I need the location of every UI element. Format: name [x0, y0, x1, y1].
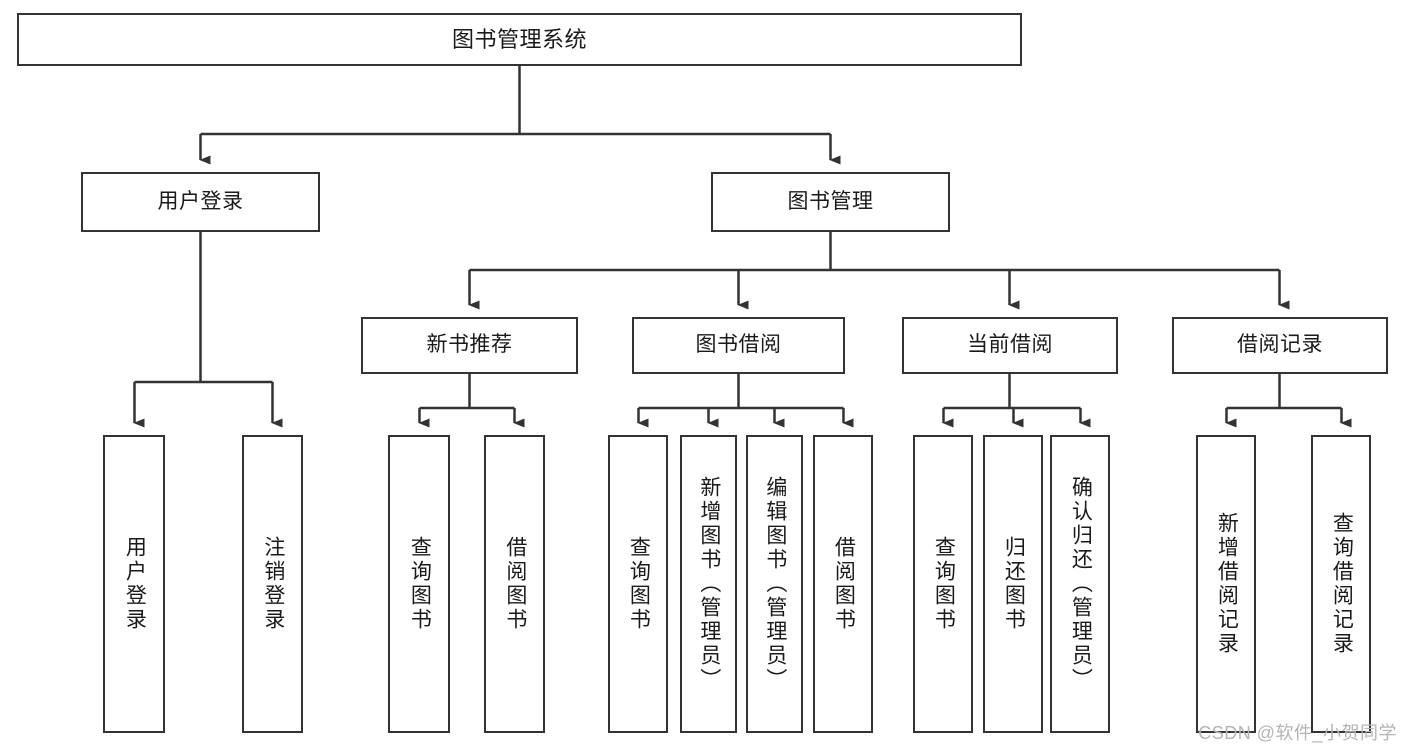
node-label: 用户登录: [123, 536, 147, 632]
leaf-query-book-newbook[interactable]: 查询图书: [388, 435, 450, 733]
leaf-user-login[interactable]: 用户登录: [103, 435, 165, 733]
leaf-confirm-return-admin[interactable]: 确认归还（管理员）: [1050, 435, 1110, 733]
leaf-edit-book-admin[interactable]: 编辑图书（管理员）: [746, 435, 803, 733]
node-book-management[interactable]: 图书管理: [711, 172, 950, 232]
node-label: 当前借阅: [967, 333, 1053, 357]
node-label: 确认归还（管理员）: [1069, 476, 1093, 692]
node-label: 查询图书: [408, 536, 432, 632]
leaf-borrow-book[interactable]: 借阅图书: [813, 435, 873, 733]
node-label: 归还图书: [1002, 536, 1026, 632]
node-borrow-record[interactable]: 借阅记录: [1172, 317, 1388, 374]
node-book-borrow[interactable]: 图书借阅: [632, 317, 845, 374]
node-label: 查询图书: [932, 536, 956, 632]
leaf-logout-login[interactable]: 注销登录: [242, 435, 303, 733]
node-root-book-management-system[interactable]: 图书管理系统: [17, 13, 1022, 66]
leaf-query-book-borrow[interactable]: 查询图书: [608, 435, 668, 733]
node-current-borrow[interactable]: 当前借阅: [902, 317, 1118, 374]
leaf-return-book[interactable]: 归还图书: [983, 435, 1043, 733]
node-user-login[interactable]: 用户登录: [81, 172, 320, 232]
node-label: 图书管理: [787, 189, 874, 213]
node-label: 查询图书: [627, 536, 651, 632]
leaf-query-book-current[interactable]: 查询图书: [913, 435, 973, 733]
node-label: 借阅图书: [503, 536, 527, 632]
node-label: 编辑图书（管理员）: [763, 476, 787, 692]
node-label: 新增借阅记录: [1215, 512, 1239, 656]
node-label: 查询借阅记录: [1330, 512, 1354, 656]
node-label: 图书借阅: [695, 333, 782, 357]
leaf-add-borrow-record[interactable]: 新增借阅记录: [1196, 435, 1256, 733]
node-label: 图书管理系统: [451, 26, 587, 52]
node-label: 用户登录: [157, 189, 244, 213]
node-label: 借阅记录: [1237, 333, 1323, 357]
leaf-add-book-admin[interactable]: 新增图书（管理员）: [680, 435, 737, 733]
node-label: 新书推荐: [426, 333, 513, 357]
node-label: 新增图书（管理员）: [697, 476, 721, 692]
watermark: CSDN @软件_小贺同学: [1198, 723, 1397, 743]
node-label: 注销登录: [261, 536, 285, 632]
node-new-book-recommend[interactable]: 新书推荐: [361, 317, 578, 374]
leaf-borrow-book-newbook[interactable]: 借阅图书: [484, 435, 545, 733]
leaf-query-borrow-record[interactable]: 查询借阅记录: [1311, 435, 1371, 733]
node-label: 借阅图书: [832, 536, 856, 632]
